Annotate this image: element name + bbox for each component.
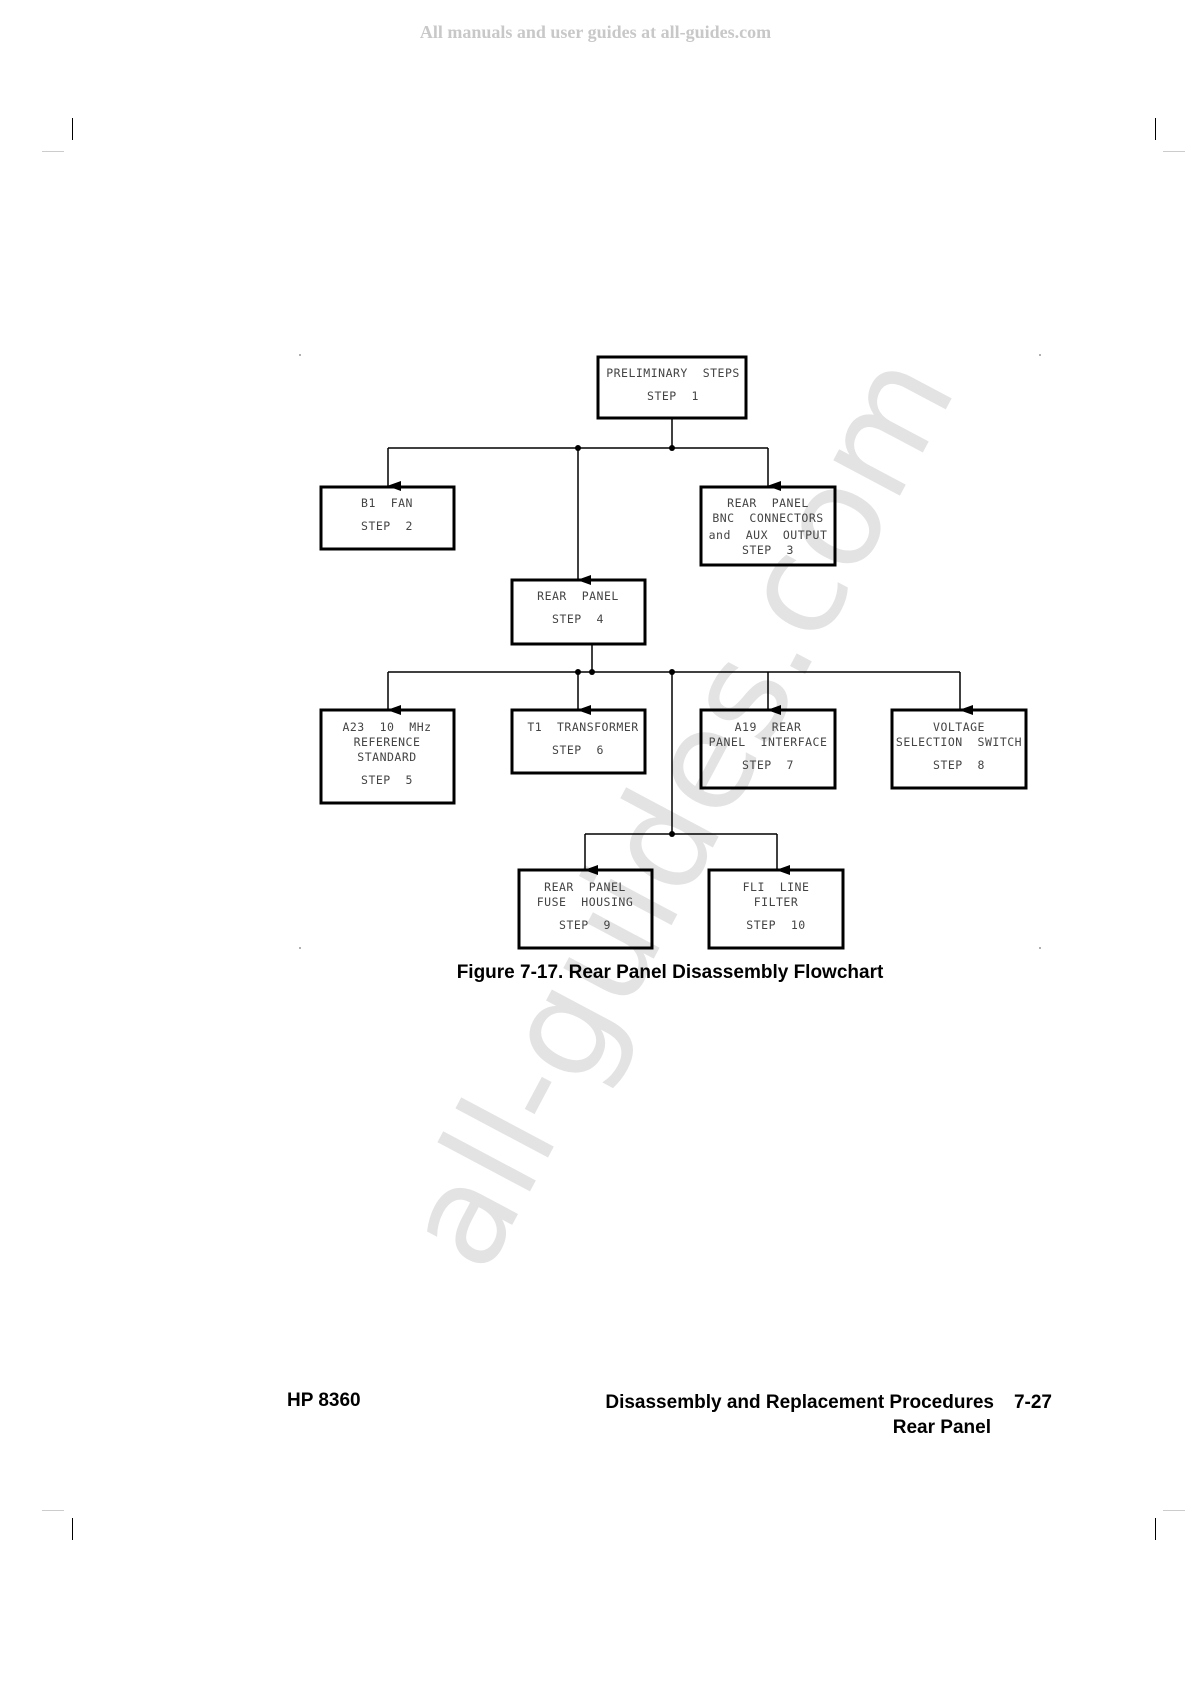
step-6-line-1: T1 TRANSFORMER <box>527 720 638 734</box>
step-3-line-4: STEP 3 <box>742 543 794 557</box>
crop-mark-bottom-right-h <box>1163 1510 1185 1511</box>
box-step-1 <box>596 355 748 420</box>
connectors <box>387 418 973 875</box>
flowchart-boxes <box>319 355 1028 950</box>
step-7-line-2: PANEL INTERFACE <box>709 735 828 749</box>
footer-model: HP 8360 <box>287 1390 361 1411</box>
step-7-line-3: STEP 7 <box>742 758 794 772</box>
footer-section: Disassembly and Replacement Procedures <box>605 1392 994 1413</box>
step-3-line-3: and AUX OUTPUT <box>709 528 828 542</box>
header-note: All manuals and user guides at all-guide… <box>419 22 772 42</box>
figure-caption: Figure 7-17. Rear Panel Disassembly Flow… <box>456 962 884 983</box>
footer-right: Disassembly and Replacement Procedures 7-… <box>605 1390 1052 1440</box>
step-2-line-2: STEP 2 <box>361 519 413 533</box>
crop-mark-top-left-h <box>42 151 64 152</box>
step-10-line-1: FLI LINE <box>743 880 810 894</box>
junction-dots <box>575 445 675 837</box>
box-step-6 <box>510 708 647 775</box>
step-2-line-1: B1 FAN <box>361 496 413 510</box>
crop-mark-top-right <box>1155 118 1156 140</box>
box-step-2 <box>319 485 456 551</box>
step-1-line-2: STEP 1 <box>647 389 699 403</box>
crop-mark-bottom-left <box>72 1518 73 1540</box>
box-step-4 <box>510 578 647 646</box>
step-3-line-1: REAR PANEL <box>727 496 809 510</box>
crop-mark-top-right-h <box>1163 151 1185 152</box>
step-1-line-1: PRELIMINARY STEPS <box>606 366 740 380</box>
step-3-line-2: BNC CONNECTORS <box>712 511 823 525</box>
step-4-line-1: REAR PANEL <box>537 589 619 603</box>
step-8-line-1: VOLTAGE <box>933 720 985 734</box>
box-step-7 <box>699 708 837 790</box>
footer-subsection: Rear Panel <box>892 1417 991 1438</box>
box-labels: PRELIMINARY STEPS STEP 1 B1 FAN STEP 2 R… <box>342 366 1022 932</box>
step-10-line-2: FILTER <box>754 895 799 909</box>
footer-page-number: 7-27 <box>1013 1392 1052 1413</box>
step-9-line-1: REAR PANEL <box>544 880 626 894</box>
step-10-line-3: STEP 10 <box>746 918 805 932</box>
crop-mark-bottom-left-h <box>42 1510 64 1511</box>
box-step-5 <box>319 708 456 805</box>
box-step-3 <box>699 485 837 567</box>
crop-mark-top-left <box>72 118 73 140</box>
step-5-line-4: STEP 5 <box>361 773 413 787</box>
step-6-line-2: STEP 6 <box>552 743 604 757</box>
box-step-9 <box>517 868 654 950</box>
box-step-10 <box>707 868 845 950</box>
step-5-line-3: STANDARD <box>357 750 416 764</box>
step-9-line-3: STEP 9 <box>559 918 611 932</box>
step-5-line-1: A23 10 MHz <box>342 720 431 734</box>
figure-corner-dots <box>299 354 1041 949</box>
crop-mark-bottom-right <box>1155 1518 1156 1540</box>
step-5-line-2: REFERENCE <box>354 735 421 749</box>
step-7-line-1: A19 REAR <box>735 720 802 734</box>
step-8-line-3: STEP 8 <box>933 758 985 772</box>
box-step-8 <box>890 708 1028 790</box>
step-9-line-2: FUSE HOUSING <box>537 895 634 909</box>
step-4-line-2: STEP 4 <box>552 612 604 626</box>
step-8-line-2: SELECTION SWITCH <box>896 735 1022 749</box>
